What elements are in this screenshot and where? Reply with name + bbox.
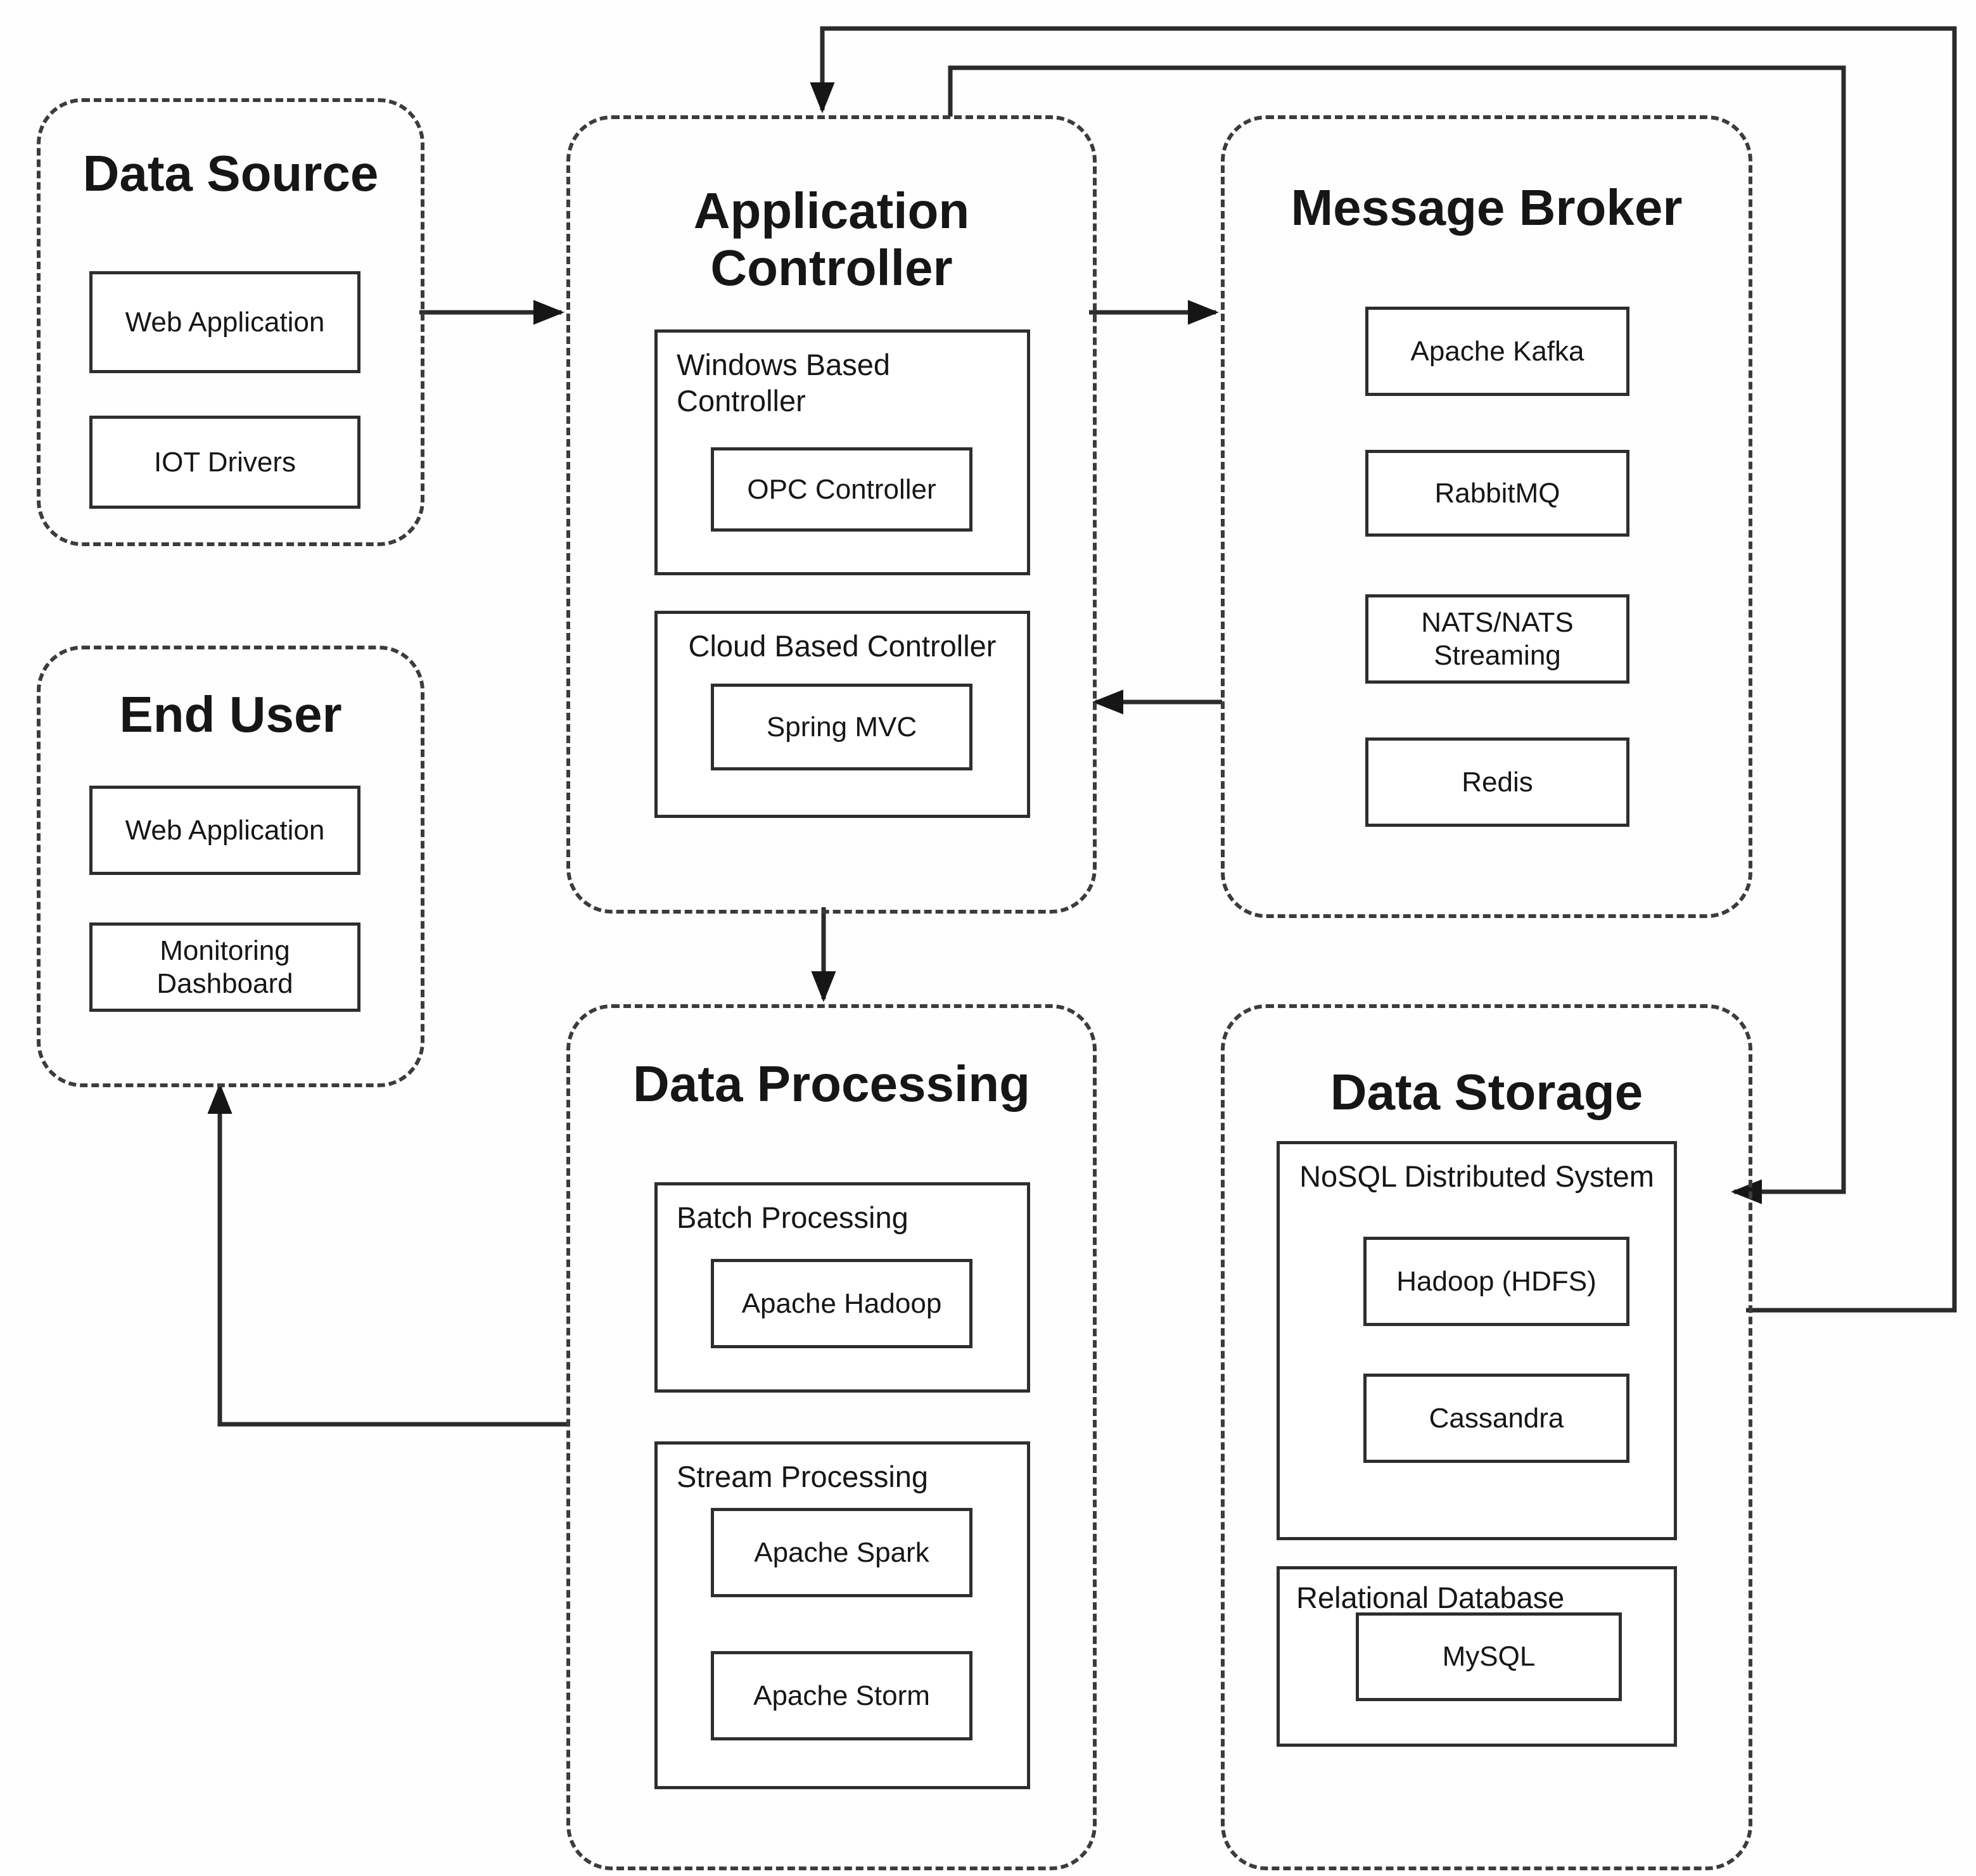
- box-web-application-source: Web Application: [89, 271, 360, 373]
- box-nosql-distributed-system: NoSQL Distributed System: [1277, 1141, 1677, 1540]
- group-title: Data Storage: [1330, 1064, 1643, 1120]
- group-title: End User: [119, 686, 342, 743]
- box-nats-streaming: NATS/NATS Streaming: [1365, 594, 1629, 684]
- box-label: NoSQL Distributed System: [1299, 1159, 1654, 1193]
- box-label: Cloud Based Controller: [688, 629, 997, 663]
- box-cassandra: Cassandra: [1363, 1374, 1629, 1463]
- box-opc-controller: OPC Controller: [711, 447, 972, 532]
- box-web-application-enduser: Web Application: [89, 786, 360, 875]
- box-label: Relational Database: [1296, 1581, 1565, 1614]
- group-message-broker: Message Broker: [1221, 115, 1752, 918]
- box-apache-hadoop: Apache Hadoop: [711, 1259, 972, 1348]
- box-apache-kafka: Apache Kafka: [1365, 307, 1629, 396]
- group-title: Data Source: [82, 145, 379, 201]
- box-rabbitmq: RabbitMQ: [1365, 450, 1629, 537]
- box-label: Batch Processing: [677, 1201, 908, 1234]
- box-label: Monitoring Dashboard: [156, 935, 293, 999]
- group-data-storage: Data Storage: [1221, 1004, 1752, 1870]
- group-data-source: Data Source: [37, 98, 424, 546]
- group-title: Message Broker: [1291, 179, 1683, 236]
- box-monitoring-dashboard: Monitoring Dashboard: [89, 922, 360, 1012]
- box-mysql: MySQL: [1356, 1612, 1622, 1701]
- box-hadoop-hdfs: Hadoop (HDFS): [1363, 1237, 1629, 1326]
- box-apache-storm: Apache Storm: [711, 1651, 972, 1740]
- box-spring-mvc: Spring MVC: [711, 684, 972, 770]
- group-data-processing: Data Processing: [566, 1004, 1097, 1870]
- group-title: Application Controller: [693, 182, 970, 296]
- box-label: Stream Processing: [677, 1460, 929, 1493]
- group-end-user: End User: [37, 646, 424, 1087]
- box-iot-drivers: IOT Drivers: [89, 416, 360, 509]
- group-title: Data Processing: [633, 1056, 1030, 1112]
- box-apache-spark: Apache Spark: [711, 1508, 972, 1597]
- box-redis: Redis: [1365, 737, 1629, 827]
- box-label: Windows Based Controller: [677, 348, 890, 418]
- group-application-controller: Application Controller: [566, 115, 1097, 914]
- connector-data-processing-to-end-user: [207, 1083, 566, 1427]
- box-label: NATS/NATS Streaming: [1421, 606, 1574, 671]
